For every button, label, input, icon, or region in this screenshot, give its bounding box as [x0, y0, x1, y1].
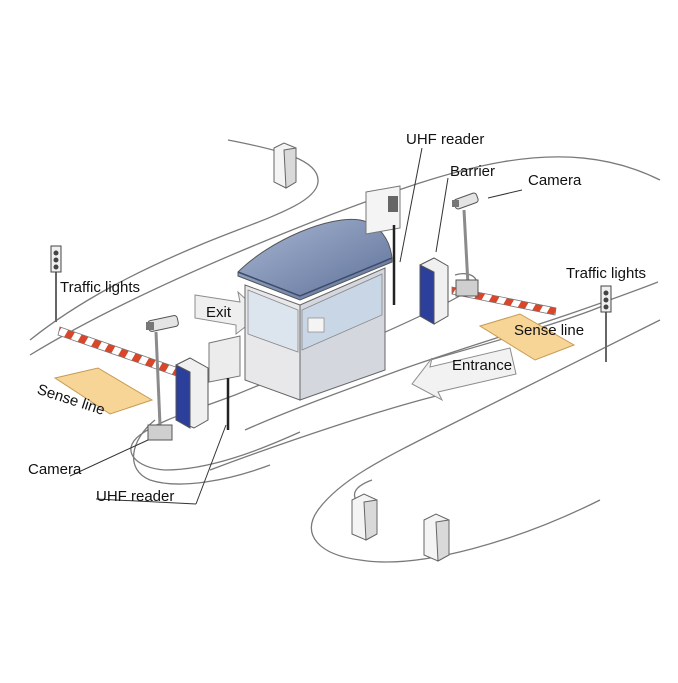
bollard-icon-bottom-right [423, 513, 450, 562]
uhf-reader-icon-top [365, 185, 401, 305]
label-uhf-reader-top: UHF reader [406, 131, 485, 148]
bollard-icon-bottom-left [351, 493, 378, 541]
entrance-arrow [411, 347, 517, 402]
bollard-icon-top [273, 142, 297, 189]
traffic-light-icon-right [600, 285, 612, 362]
label-barrier: Barrier [450, 163, 496, 180]
barrier-gate-icon-left [57, 326, 209, 429]
camera-icon-right [452, 192, 479, 297]
label-camera-right: Camera [528, 172, 582, 189]
label-traffic-lights-right: Traffic lights [566, 265, 647, 282]
camera-icon-left [146, 315, 179, 441]
sense-pad-left [53, 367, 154, 415]
uhf-reader-icon-bottom [208, 335, 241, 430]
leader-lines [69, 147, 523, 505]
guard-booth-icon [237, 218, 393, 401]
label-camera-left: Camera [28, 461, 82, 478]
label-sense-line-right: Sense line [514, 322, 585, 339]
sense-pad-right [478, 313, 576, 361]
label-traffic-lights-left: Traffic lights [60, 279, 141, 296]
label-entrance: Entrance [452, 357, 513, 374]
traffic-light-icon-left [50, 245, 62, 322]
barrier-gate-icon-right [419, 257, 557, 325]
label-uhf-reader-bottom: UHF reader [96, 488, 175, 505]
label-exit: Exit [206, 304, 232, 321]
